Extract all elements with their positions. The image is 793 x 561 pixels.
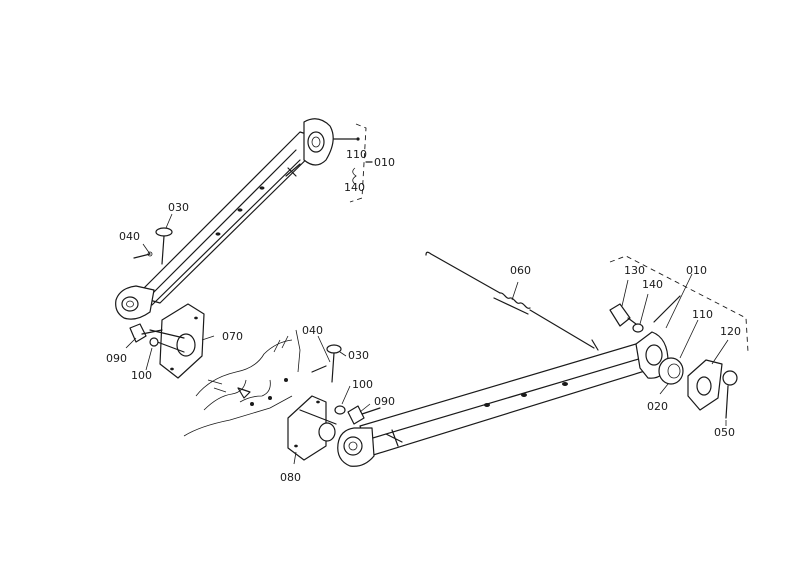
callout-030-lower: 030 bbox=[348, 349, 369, 362]
callout-020: 020 bbox=[647, 400, 668, 413]
upper-callout-group bbox=[333, 123, 373, 203]
callout-040-lower: 040 bbox=[302, 324, 323, 337]
callout-030-upper: 030 bbox=[168, 201, 189, 214]
callout-080: 080 bbox=[280, 471, 301, 484]
callout-070: 070 bbox=[222, 330, 243, 343]
tractor-housing-outline bbox=[183, 329, 301, 437]
callout-050: 050 bbox=[714, 426, 735, 439]
upper-lower-link-arm bbox=[115, 118, 334, 379]
callout-010-upper: 010 bbox=[374, 156, 395, 169]
callout-090-lower: 090 bbox=[374, 395, 395, 408]
callout-110-upper: 110 bbox=[346, 148, 367, 161]
callout-120: 120 bbox=[720, 325, 741, 338]
callout-100-lower: 100 bbox=[352, 378, 373, 391]
callout-100-upper: 100 bbox=[131, 369, 152, 382]
leader-lines bbox=[125, 213, 729, 465]
callout-040-upper: 040 bbox=[119, 230, 140, 243]
callout-140-right: 140 bbox=[642, 278, 663, 291]
spring-rod-assembly bbox=[425, 251, 599, 351]
callout-090-upper: 090 bbox=[106, 352, 127, 365]
lower-bracket-080 bbox=[287, 344, 381, 461]
callout-060: 060 bbox=[510, 264, 531, 277]
callout-140-upper: 140 bbox=[344, 181, 365, 194]
callout-110-right: 110 bbox=[692, 308, 713, 321]
right-fittings bbox=[609, 255, 749, 419]
callout-labels: 110 140 010 030 040 090 100 070 060 130 … bbox=[106, 148, 741, 484]
callout-130: 130 bbox=[624, 264, 645, 277]
callout-010-right: 010 bbox=[686, 264, 707, 277]
